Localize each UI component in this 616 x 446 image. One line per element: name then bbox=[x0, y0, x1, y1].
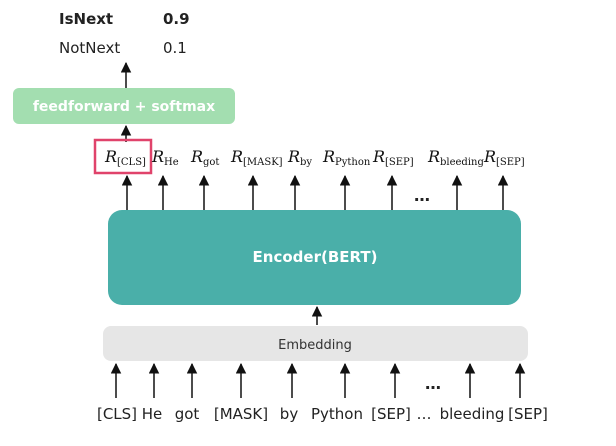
prediction-output: IsNext 0.9 NotNext 0.1 bbox=[59, 10, 190, 57]
output-rep-sub: [SEP] bbox=[385, 157, 414, 168]
input-token: [CLS] bbox=[97, 405, 137, 423]
input-token: [SEP] bbox=[508, 405, 548, 423]
prediction-value-isnext: 0.9 bbox=[163, 10, 190, 28]
output-rep-he: R He bbox=[151, 147, 179, 168]
output-rep-sub: by bbox=[300, 157, 312, 168]
output-rep-main: R bbox=[287, 147, 300, 166]
prediction-label-notnext: NotNext bbox=[59, 39, 120, 57]
token-input-arrows bbox=[110, 362, 526, 398]
output-ellipsis: … bbox=[414, 186, 430, 205]
output-rep-got: R got bbox=[190, 147, 219, 168]
input-token: by bbox=[280, 405, 299, 423]
output-rep-sub: [SEP] bbox=[496, 157, 525, 168]
output-rep-main: R bbox=[427, 147, 440, 166]
output-rep-main: R bbox=[483, 147, 496, 166]
prediction-label-isnext: IsNext bbox=[59, 10, 113, 28]
output-rep-python: R Python bbox=[322, 147, 371, 168]
output-rep-sep: R [SEP] bbox=[372, 147, 414, 168]
input-token: [SEP] bbox=[371, 405, 411, 423]
prediction-value-notnext: 0.1 bbox=[163, 39, 187, 57]
output-rep-sub: [MASK] bbox=[243, 157, 283, 168]
input-token: … bbox=[417, 405, 432, 423]
input-token: Python bbox=[311, 405, 363, 423]
output-rep-sub: got bbox=[203, 157, 219, 168]
output-rep-cls: R [CLS] bbox=[104, 147, 146, 168]
input-ellipsis: … bbox=[425, 374, 441, 393]
cls-highlight-box bbox=[93, 138, 153, 175]
output-rep-main: R bbox=[372, 147, 385, 166]
output-rep-main: R bbox=[151, 147, 164, 166]
encoder-block: Encoder(BERT) bbox=[108, 210, 521, 305]
embedding-box bbox=[103, 326, 528, 361]
output-rep-sep-2: R [SEP] bbox=[483, 147, 525, 168]
encoder-output-arrows bbox=[121, 174, 509, 212]
output-rep-main: R bbox=[190, 147, 203, 166]
output-rep-mask: R [MASK] bbox=[230, 147, 283, 168]
output-rep-bleeding: R bleeding bbox=[427, 147, 484, 168]
encoder-box bbox=[108, 210, 521, 305]
output-rep-sub: He bbox=[164, 157, 179, 168]
output-rep-sub: bleeding bbox=[440, 157, 484, 168]
encoder-label: Encoder(BERT) bbox=[253, 248, 378, 266]
output-rep-main: R bbox=[104, 147, 117, 166]
output-rep-main: R bbox=[230, 147, 243, 166]
input-token: bleeding bbox=[440, 405, 505, 423]
output-rep-main: R bbox=[322, 147, 335, 166]
output-rep-by: R by bbox=[287, 147, 312, 168]
input-token: got bbox=[175, 405, 200, 423]
embedding-label: Embedding bbox=[278, 338, 352, 353]
classifier-label: feedforward + softmax bbox=[33, 99, 215, 115]
classifier-box bbox=[13, 88, 235, 124]
input-token: [MASK] bbox=[214, 405, 268, 423]
output-rep-sub: [CLS] bbox=[117, 157, 146, 168]
output-representations: R [CLS] R He R got R [MASK] R by R Pytho… bbox=[104, 147, 525, 205]
output-rep-sub: Python bbox=[335, 157, 371, 168]
embedding-block: Embedding bbox=[103, 326, 528, 361]
input-tokens: [CLS] He got [MASK] by Python [SEP] … bl… bbox=[97, 405, 548, 423]
classifier-block: feedforward + softmax bbox=[13, 88, 235, 124]
input-token: He bbox=[142, 405, 163, 423]
